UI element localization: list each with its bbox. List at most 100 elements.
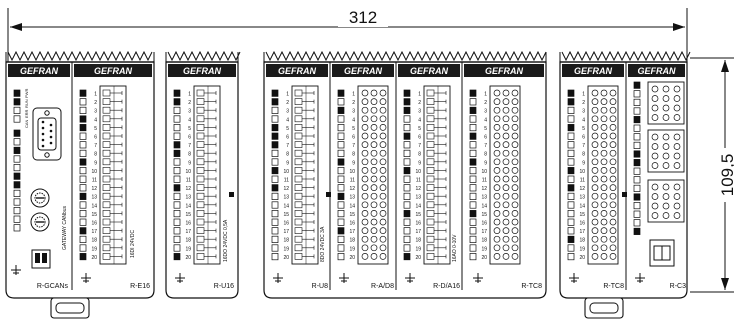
terminal-number: 9 [484, 160, 487, 166]
status-led [469, 106, 477, 114]
status-led [633, 81, 641, 89]
terminal-number: 11 [416, 178, 421, 184]
terminal-number: 2 [188, 100, 191, 106]
status-led [567, 201, 575, 209]
status-led [337, 244, 345, 252]
terminal-number: 12 [91, 186, 97, 192]
terminal-number: 14 [481, 203, 487, 209]
terminal-number: 15 [579, 212, 585, 218]
status-led [633, 116, 641, 124]
terminal-number: 9 [352, 160, 355, 166]
status-led [337, 132, 345, 140]
status-led [337, 210, 345, 218]
status-led [403, 98, 411, 106]
terminal-number: 11 [482, 178, 487, 184]
status-led [173, 227, 181, 235]
terminal-number: 15 [283, 212, 289, 218]
terminal-number: 14 [185, 203, 191, 209]
status-led [271, 235, 279, 243]
terminal-number: 5 [418, 126, 421, 132]
gefran-logo: GEFRAN [278, 66, 317, 76]
status-led [271, 89, 279, 97]
status-led [79, 184, 87, 192]
status-led [79, 98, 87, 106]
status-led [173, 132, 181, 140]
terminal-number: 1 [484, 92, 487, 98]
status-led [271, 253, 279, 261]
status-led [173, 167, 181, 175]
status-led [173, 141, 181, 149]
status-led [337, 141, 345, 149]
terminal-number: 4 [188, 117, 191, 123]
terminal-number: 5 [582, 126, 585, 132]
status-led [337, 167, 345, 175]
terminal-number: 16 [481, 221, 487, 227]
terminal-number: 18 [349, 238, 355, 244]
status-led [403, 227, 411, 235]
status-led [633, 141, 641, 149]
status-led [13, 115, 21, 123]
status-led [173, 192, 181, 200]
status-led [271, 132, 279, 140]
status-led [337, 184, 345, 192]
terminal-number: 7 [418, 143, 421, 149]
status-led [469, 227, 477, 235]
status-led [79, 210, 87, 218]
module-side-text: 16DI 24VDC [130, 230, 136, 258]
status-led [271, 192, 279, 200]
status-led [79, 106, 87, 114]
module-label-tc8b: R-TC8 [603, 283, 624, 290]
module-side-text: 16DO 24VDC 0,5A [223, 219, 229, 262]
status-led [337, 253, 345, 261]
status-led [567, 218, 575, 226]
status-led [79, 132, 87, 140]
status-led [403, 124, 411, 132]
status-led [403, 192, 411, 200]
terminal-number: 10 [579, 169, 585, 175]
terminal-number: 12 [283, 186, 289, 192]
terminal-number: 6 [352, 135, 355, 141]
gefran-logo: GEFRAN [94, 66, 133, 76]
status-led [469, 124, 477, 132]
terminal-number: 17 [415, 229, 421, 235]
terminal-number: 11 [92, 178, 97, 184]
terminal-number: 13 [185, 195, 191, 201]
status-led [469, 244, 477, 252]
status-led [567, 227, 575, 235]
status-led [173, 218, 181, 226]
status-led [13, 106, 21, 114]
terminal-number: 1 [418, 92, 421, 98]
status-led [567, 167, 575, 175]
status-label: RUN [24, 99, 29, 108]
status-led [173, 210, 181, 218]
module-label-ad8: R-A/D8 [371, 283, 394, 290]
terminal-number: 8 [286, 152, 289, 158]
status-led [567, 158, 575, 166]
status-led [13, 164, 21, 172]
terminal-number: 2 [352, 100, 355, 106]
terminal-number: 15 [415, 212, 421, 218]
status-label: CAN [24, 119, 29, 128]
status-led [79, 115, 87, 123]
status-led [79, 167, 87, 175]
module-side-text: GATEWAY CANbus [62, 206, 68, 250]
terminal-number: 4 [418, 117, 421, 123]
status-led [173, 175, 181, 183]
status-led [403, 184, 411, 192]
status-led [271, 201, 279, 209]
status-led [469, 98, 477, 106]
status-led [271, 124, 279, 132]
status-led [271, 175, 279, 183]
status-led [271, 227, 279, 235]
terminal-number: 3 [484, 109, 487, 115]
terminal-number: 14 [579, 203, 585, 209]
status-led [567, 132, 575, 140]
status-led [337, 89, 345, 97]
status-led [403, 167, 411, 175]
module-label-u16: R-U16 [214, 283, 234, 290]
terminal-number: 16 [283, 221, 289, 227]
status-led [79, 141, 87, 149]
status-led [567, 115, 575, 123]
terminal-number: 1 [188, 92, 191, 98]
terminal-number: 20 [415, 255, 421, 261]
